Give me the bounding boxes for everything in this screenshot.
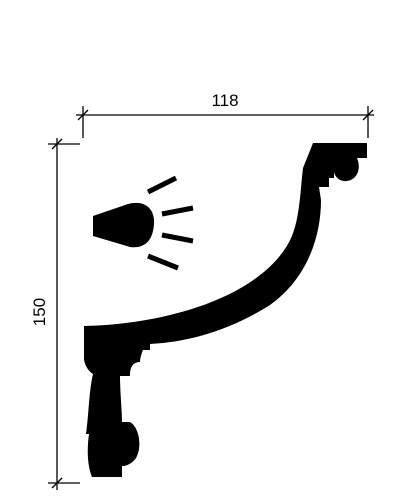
- width-dimension-label: 118: [211, 91, 238, 110]
- cornice-profile: [84, 143, 367, 477]
- height-tick-top: [51, 138, 63, 150]
- height-dimension: [48, 138, 80, 490]
- light-ray: [161, 232, 194, 244]
- height-dimension-label: 150: [30, 298, 49, 326]
- height-tick-bottom: [51, 477, 63, 489]
- lamp-icon: [93, 175, 194, 271]
- width-tick-right: [362, 109, 374, 121]
- width-tick-left: [77, 109, 89, 121]
- light-ray: [161, 205, 194, 217]
- light-rays: [146, 175, 194, 271]
- light-ray: [146, 175, 178, 195]
- light-ray: [147, 253, 179, 271]
- width-dimension: [76, 106, 374, 138]
- lamp-bulb: [93, 202, 155, 248]
